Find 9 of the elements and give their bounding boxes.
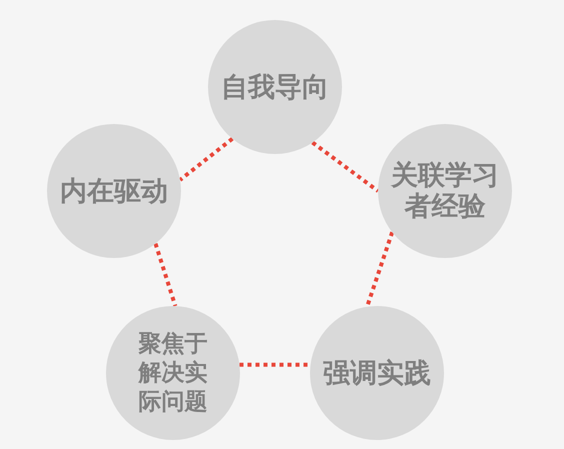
circle-label: 聚焦于解决实际问题 xyxy=(137,330,208,416)
circle-label: 内在驱动 xyxy=(60,176,168,206)
circle-label: 自我导向 xyxy=(221,72,329,102)
circle-label: 强调实践 xyxy=(323,358,431,388)
dotted-connector xyxy=(154,243,178,307)
dotted-connector xyxy=(311,140,380,193)
dotted-connector xyxy=(365,232,394,308)
circle-label: 关联学习者经验 xyxy=(390,160,500,222)
dotted-connector xyxy=(178,137,234,182)
